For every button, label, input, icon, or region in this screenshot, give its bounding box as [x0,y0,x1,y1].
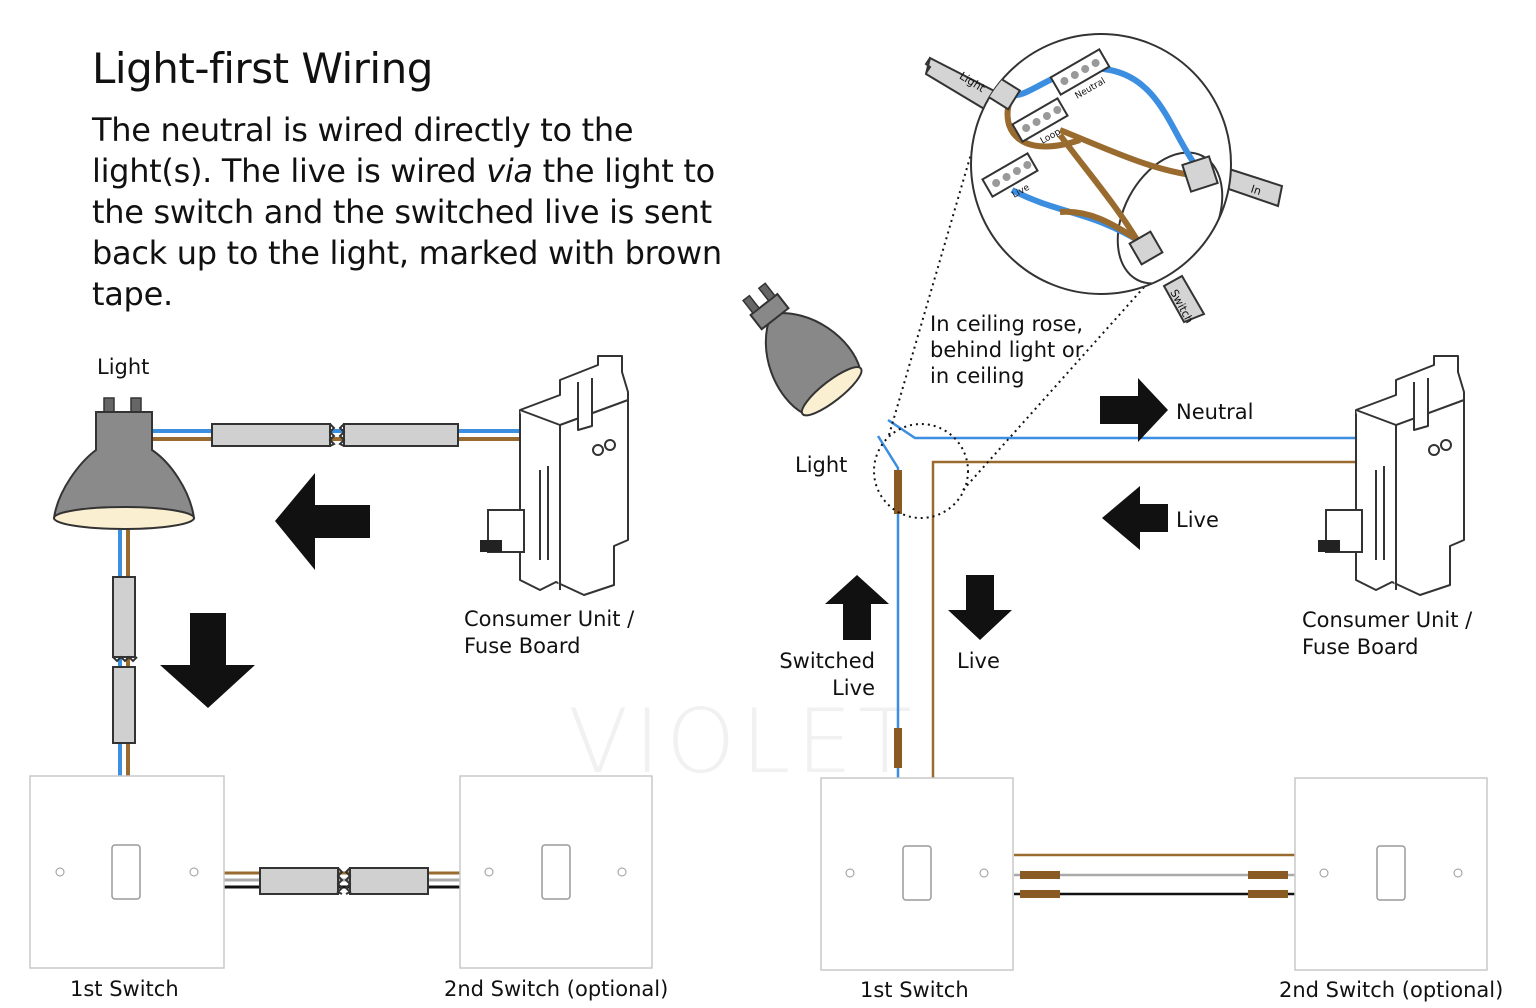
rose-note-line2: behind light or [930,338,1084,362]
rose-note-line1: In ceiling rose, [930,312,1084,336]
left-light-label: Light [97,355,150,379]
switched-live-label-line1: Switched [779,649,875,673]
live-down-arrow-icon [948,575,1012,640]
rose-note-line3: in ceiling [930,364,1025,388]
rose-tag-in: In [1249,182,1263,198]
right-consumer-unit-label-line1: Consumer Unit / [1302,608,1473,632]
cable-light-to-cu [150,423,520,447]
right-consumer-unit-icon [1318,355,1465,596]
rose-switch-cable: Switch [1162,274,1206,326]
live-arrow-left-icon [1102,486,1168,550]
left-light-bulb-icon [52,397,196,530]
right-switch-1-label: 1st Switch [860,978,969,1002]
left-consumer-unit-label-line2: Fuse Board [464,634,581,658]
left-diagram [29,355,653,969]
left-switch-1-icon [29,775,225,969]
right-wiring [873,129,1362,778]
live-label: Live [1176,508,1219,532]
left-switch-2-label: 2nd Switch (optional) [444,977,669,1001]
right-switch-1-icon [820,777,1014,971]
neutral-arrow-right-icon [1100,378,1168,442]
switched-live-up-arrow-icon [825,575,889,640]
page-title: Light-first Wiring [92,44,433,93]
cable-switch1-to-switch2-right [1014,853,1295,898]
ceiling-rose-icon: Light In Switch [924,33,1284,326]
down-arrow-icon [160,613,255,708]
right-light-bulb-icon [742,282,863,417]
description: The neutral is wired directly to the lig… [92,111,722,313]
left-switch-1-label: 1st Switch [70,977,179,1001]
cable-light-to-switch [112,530,138,776]
left-consumer-unit-icon [480,355,629,596]
neutral-label: Neutral [1176,400,1254,424]
cable-switch1-to-switch2-left [224,867,460,895]
right-diagram: Light In Switch [742,33,1488,971]
right-light-label: Light [795,453,848,477]
right-switch-2-icon [1294,777,1488,971]
right-consumer-unit-label-line2: Fuse Board [1302,635,1419,659]
switched-live-label-line2: Live [832,676,875,700]
right-switch-2-label: 2nd Switch (optional) [1279,978,1504,1002]
down-live-label: Live [957,649,1000,673]
left-switch-2-icon [459,775,653,969]
left-arrow-icon [275,473,370,570]
left-consumer-unit-label-line1: Consumer Unit / [464,607,635,631]
